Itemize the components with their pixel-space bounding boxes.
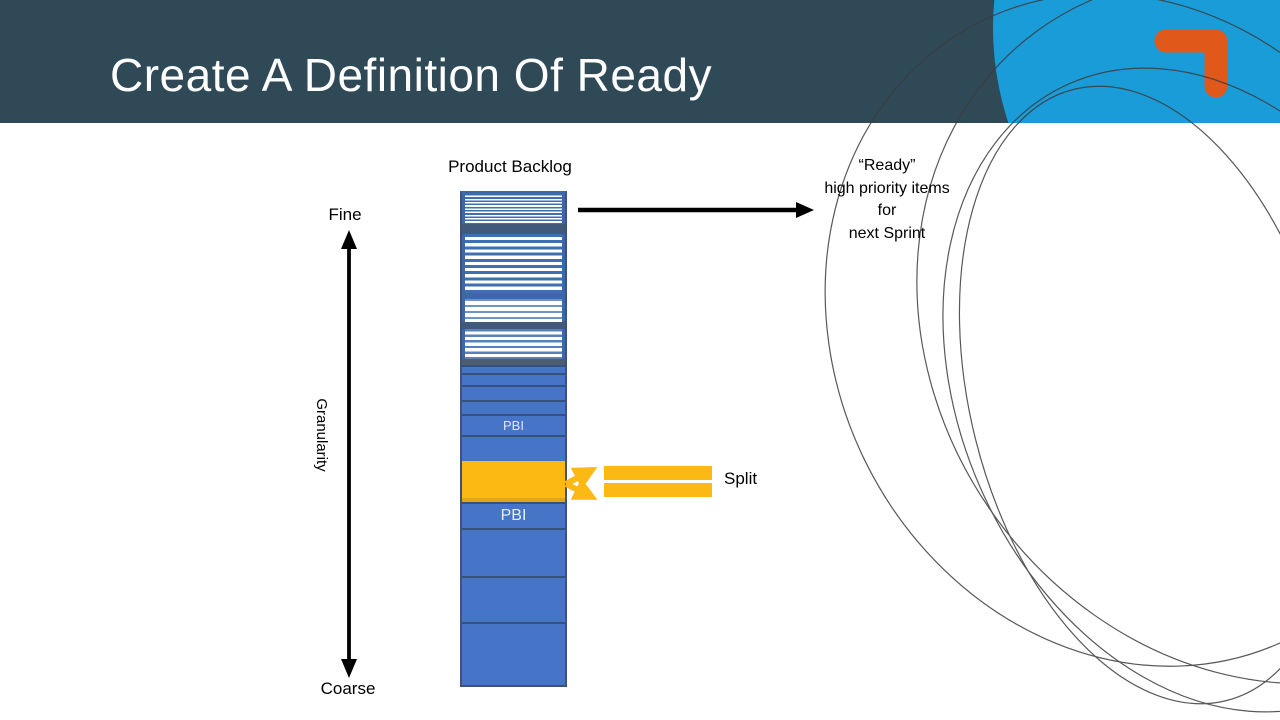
- product-backlog-stack: PBI PBI: [460, 191, 567, 687]
- backlog-segment-row: [462, 528, 565, 576]
- backlog-segment-orange: [462, 461, 565, 502]
- backlog-segment-row: [462, 622, 565, 685]
- backlog-segment-row: [462, 365, 565, 373]
- backlog-segment-light: [462, 299, 565, 322]
- ready-line-3: for: [877, 202, 897, 219]
- axis-granularity-label: Granularity: [313, 398, 330, 472]
- backlog-segment-slate: [462, 224, 565, 234]
- axis-coarse-label: Coarse: [320, 679, 376, 698]
- split-label: Split: [724, 469, 758, 488]
- backlog-segment-med: [462, 234, 565, 293]
- split-result-bar-top: [604, 466, 712, 480]
- ready-text-block: “Ready” high priority items for next Spr…: [796, 155, 978, 245]
- granularity-axis-arrow: [341, 230, 357, 678]
- ready-arrow: [578, 202, 814, 218]
- backlog-segment-pbi: PBI: [462, 414, 565, 435]
- backlog-segment-gray: [462, 359, 565, 365]
- split-result-bar-bottom: [604, 483, 712, 497]
- backlog-segment-row: [462, 373, 565, 385]
- backlog-segment-lightmed: [462, 329, 565, 359]
- axis-fine-label: Fine: [328, 205, 362, 224]
- backlog-segment-pbi2: PBI: [462, 502, 565, 528]
- ready-line-1: “Ready”: [858, 157, 916, 174]
- ready-line-4: next Sprint: [848, 224, 926, 242]
- backlog-segment-row: [462, 400, 565, 414]
- slide-title: Create A Definition Of Ready: [110, 49, 713, 101]
- backlog-segment-row: [462, 385, 565, 400]
- backlog-segment-slate: [462, 322, 565, 329]
- backlog-segment-blue: [462, 293, 565, 299]
- product-backlog-label: Product Backlog: [448, 157, 572, 176]
- split-arrows: [564, 466, 598, 500]
- backlog-segment-fine: [462, 194, 565, 224]
- ready-line-2: high priority items: [824, 179, 950, 197]
- backlog-segment-row: [462, 576, 565, 622]
- backlog-segment-row: [462, 435, 565, 461]
